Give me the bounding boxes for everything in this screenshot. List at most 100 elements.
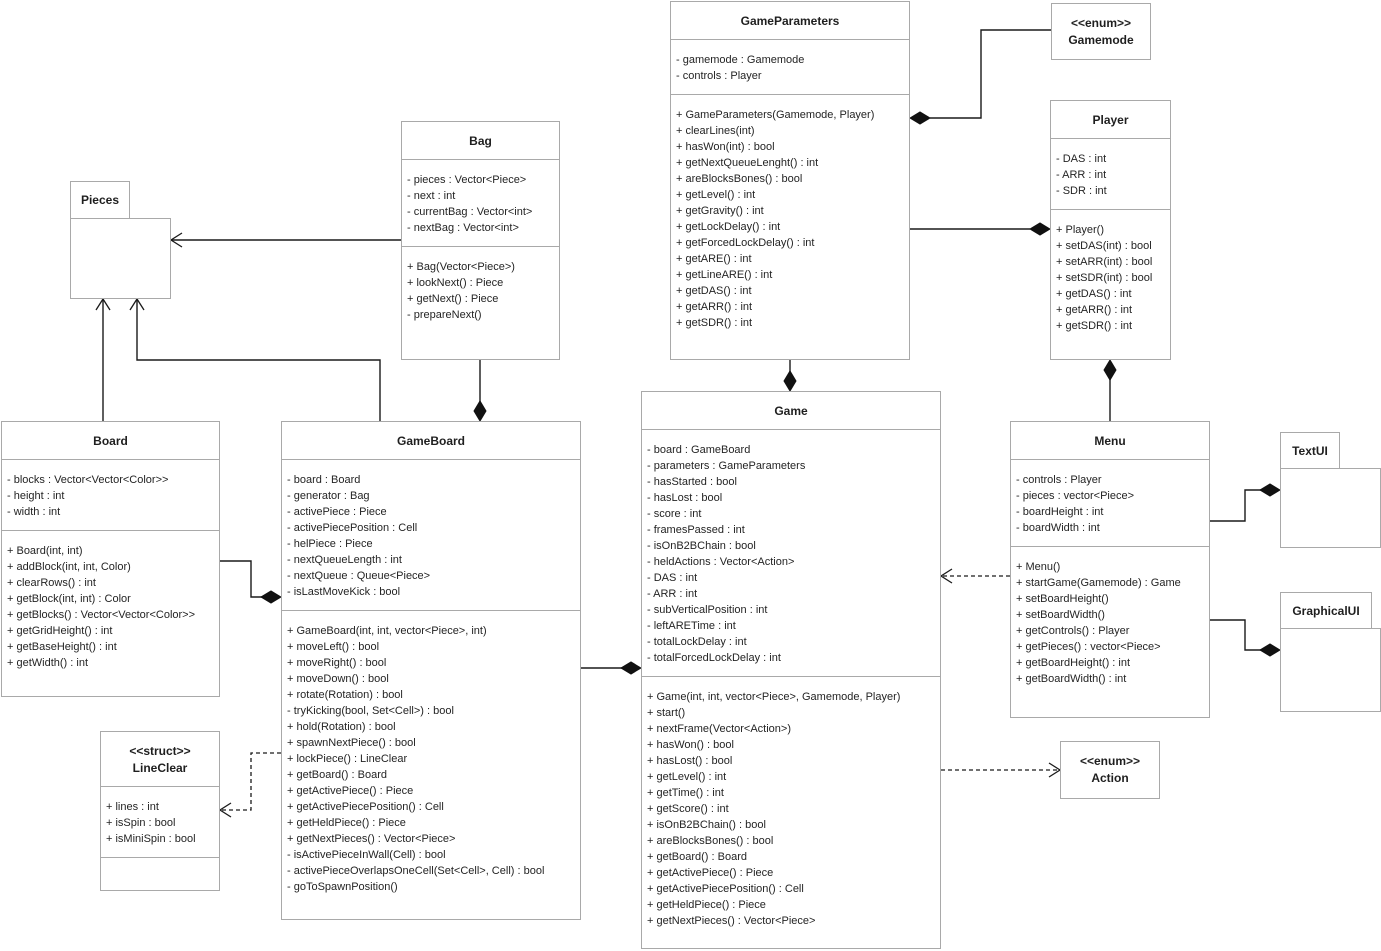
member-line: + getNextQueueLenght() : int <box>676 157 819 169</box>
member-line: + isMiniSpin : bool <box>106 833 196 845</box>
class-lineclear[interactable]: <<struct>> LineClear + lines : int+ isSp… <box>100 731 220 891</box>
member-line: + lookNext() : Piece <box>407 277 504 289</box>
composition-player-gameparameters <box>910 222 1051 236</box>
composition-player-menu <box>1103 359 1117 421</box>
member-line: + Menu() <box>1016 561 1061 573</box>
methods-compartment: + Menu()+ startGame(Gamemode) : Game+ se… <box>1011 546 1209 717</box>
dependency-menu-game-arrow <box>939 568 1010 584</box>
member-line: + getPieces() : vector<Piece> <box>1016 641 1161 653</box>
enum-gamemode[interactable]: <<enum>> Gamemode <box>1051 3 1151 60</box>
methods-compartment: + Game(int, int, vector<Piece>, Gamemode… <box>642 676 940 948</box>
composition-graphicalui-menu <box>1210 619 1281 657</box>
member-line: + getBoard() : Board <box>647 851 747 863</box>
composition-textui-menu <box>1210 483 1281 522</box>
enum-stereotype: <<enum>> <box>1070 15 1132 30</box>
member-line: + getActivePiece() : Piece <box>287 785 414 797</box>
member-line: + areBlocksBones() : bool <box>647 835 774 847</box>
class-gameparameters[interactable]: GameParameters - gamemode : Gamemode- co… <box>670 1 910 360</box>
member-line: + Player() <box>1056 224 1104 236</box>
member-line: + getLevel() : int <box>676 189 756 201</box>
member-line: - board : GameBoard <box>647 444 751 456</box>
member-line: + addBlock(int, int, Color) <box>7 561 131 573</box>
package-graphicalui-body[interactable] <box>1280 628 1381 712</box>
member-line: + Bag(Vector<Piece>) <box>407 261 515 273</box>
class-menu[interactable]: Menu - controls : Player- pieces : vecto… <box>1010 421 1210 718</box>
package-textui-body[interactable] <box>1280 468 1381 548</box>
member-line: - score : int <box>647 508 702 520</box>
member-line: - heldActions : Vector<Action> <box>647 556 795 568</box>
member-line: - nextBag : Vector<int> <box>407 222 519 234</box>
member-line: + getBoardHeight() : int <box>1016 657 1131 669</box>
member-line: - goToSpawnPosition() <box>287 881 398 893</box>
member-line: + moveLeft() : bool <box>287 641 380 653</box>
member-line: - generator : Bag <box>287 490 370 502</box>
member-line: + getNext() : Piece <box>407 293 499 305</box>
member-line: + getHeldPiece() : Piece <box>647 899 766 911</box>
methods-compartment: + Board(int, int) + addBlock(int, int, Co… <box>2 530 219 696</box>
member-line: + getLockDelay() : int <box>676 221 781 233</box>
member-line: + setBoardWidth() <box>1016 609 1105 621</box>
class-player[interactable]: Player - DAS : int- ARR : int- SDR : int… <box>1050 100 1171 360</box>
member-line: - activePiece : Piece <box>287 506 387 518</box>
member-line: + clearLines(int) <box>676 125 755 137</box>
member-line: - nextQueue : Queue<Piece> <box>287 570 431 582</box>
member-line: + getGridHeight() : int <box>7 625 113 637</box>
member-line: + getNextPieces() : Vector<Piece> <box>647 915 816 927</box>
member-line: + getForcedLockDelay() : int <box>676 237 815 249</box>
member-line: + isSpin : bool <box>106 817 176 829</box>
member-line: - blocks : Vector<Vector<Color>> <box>7 474 169 486</box>
member-line: + GameParameters(Gamemode, Player) <box>676 109 875 121</box>
member-line: + hold(Rotation) : bool <box>287 721 396 733</box>
package-title: TextUI <box>1292 443 1328 458</box>
member-line: + getBaseHeight() : int <box>7 641 117 653</box>
methods-compartment: + GameBoard(int, int, vector<Piece>, int… <box>282 610 580 919</box>
class-title: Game <box>774 404 808 418</box>
member-line: - ARR : int <box>647 588 698 600</box>
package-pieces-tab[interactable]: Pieces <box>70 181 130 219</box>
member-line: + clearRows() : int <box>7 577 96 589</box>
member-line: + getBoardWidth() : int <box>1016 673 1127 685</box>
attributes-compartment: - DAS : int- ARR : int- SDR : int <box>1051 138 1170 209</box>
member-line: - hasLost : bool <box>647 492 723 504</box>
member-line: - framesPassed : int <box>647 524 745 536</box>
member-line: + moveRight() : bool <box>287 657 387 669</box>
package-graphicalui-tab[interactable]: GraphicalUI <box>1280 592 1372 629</box>
methods-compartment: + GameParameters(Gamemode, Player) + clea… <box>671 94 909 359</box>
class-bag[interactable]: Bag - pieces : Vector<Piece>- next : int… <box>401 121 560 360</box>
attributes-compartment: - pieces : Vector<Piece>- next : int- cu… <box>402 159 559 246</box>
class-board[interactable]: Board - blocks : Vector<Vector<Color>>- … <box>1 421 220 697</box>
attributes-compartment: - gamemode : Gamemode- controls : Player <box>671 39 909 94</box>
package-textui-tab[interactable]: TextUI <box>1280 432 1340 469</box>
member-line: + getSDR() : int <box>676 317 753 329</box>
member-line: + getLevel() : int <box>647 771 727 783</box>
member-line: - boardWidth : int <box>1016 522 1100 534</box>
member-line: - nextQueueLength : int <box>287 554 402 566</box>
member-line: + hasWon(int) : bool <box>676 141 775 153</box>
enum-title: Action <box>1091 771 1129 785</box>
enum-action[interactable]: <<enum>> Action <box>1060 741 1160 799</box>
member-line: - next : int <box>407 190 456 202</box>
member-line: + hasWon() : bool <box>647 739 734 751</box>
member-line: - currentBag : Vector<int> <box>407 206 533 218</box>
class-game[interactable]: Game - board : GameBoard- parameters : G… <box>641 391 941 949</box>
member-line: - ARR : int <box>1056 169 1107 181</box>
member-line: + GameBoard(int, int, vector<Piece>, int… <box>287 625 487 637</box>
package-pieces-body[interactable] <box>70 218 171 299</box>
member-line: + lockPiece() : LineClear <box>287 753 408 765</box>
member-line: + lines : int <box>106 801 159 813</box>
member-line: - controls : Player <box>676 70 762 82</box>
member-line: - activePiecePosition : Cell <box>287 522 418 534</box>
member-line: + getActivePiece() : Piece <box>647 867 774 879</box>
member-line: + hasLost() : bool <box>647 755 733 767</box>
member-line: + Board(int, int) <box>7 545 83 557</box>
class-gameboard[interactable]: GameBoard - board : Board- generator : B… <box>281 421 581 920</box>
member-line: + moveDown() : bool <box>287 673 389 685</box>
member-line: + getLineARE() : int <box>676 269 773 281</box>
member-line: - height : int <box>7 490 65 502</box>
member-line: + areBlocksBones() : bool <box>676 173 803 185</box>
member-line: + getTime() : int <box>647 787 724 799</box>
member-line: + getARR() : int <box>676 301 753 313</box>
member-line: - subVerticalPosition : int <box>647 604 768 616</box>
association-board-pieces-arrow <box>95 297 111 421</box>
